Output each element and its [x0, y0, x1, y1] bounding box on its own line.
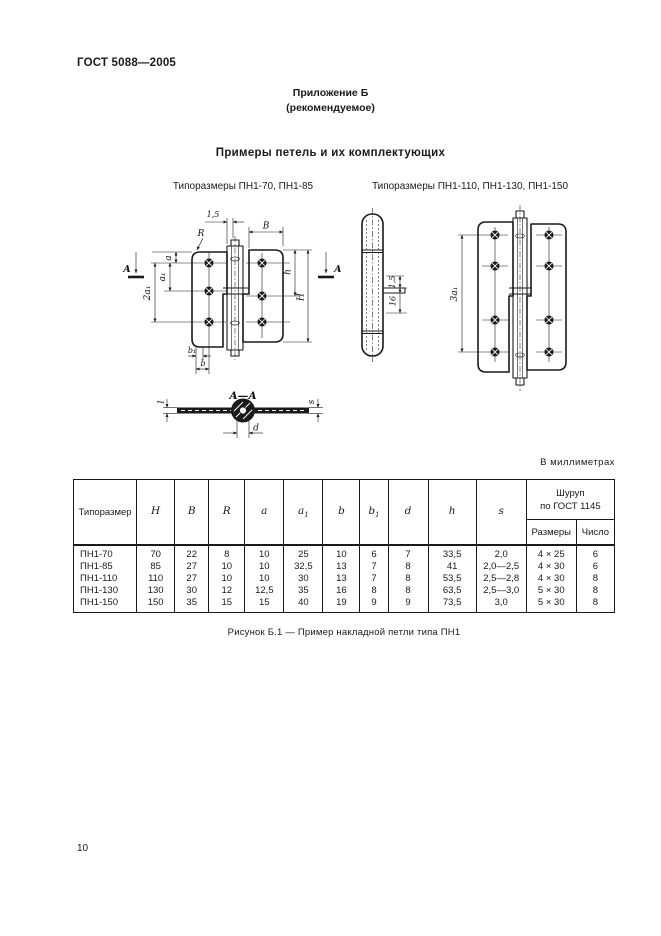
table-subheader-row: Размеры Число [74, 519, 616, 545]
section-a-a-view: А—А d 1 s [157, 390, 323, 438]
section-title: А—А [228, 390, 257, 402]
svg-text:А: А [122, 264, 131, 275]
figure-caption: Рисунок Б.1 — Пример накладной петли тип… [227, 627, 461, 638]
dim-H-label: Н [297, 293, 307, 302]
doc-number: ГОСТ 5088—2005 [77, 57, 177, 69]
page-number: 10 [77, 843, 89, 854]
col-header-b1: b1 [359, 479, 389, 545]
col-header-s: s [475, 479, 527, 545]
dim-d-label: d [253, 424, 259, 434]
dim-side-gap-label: 1,5 [388, 276, 397, 289]
left-leaf-outline-large [477, 221, 514, 373]
appendix-title: Приложение Б [292, 87, 369, 99]
hinge-technical-drawing: 1,5 В R а а₁ 2а₁ h Н [122, 205, 567, 438]
dim-side-16-label: 16 [389, 296, 398, 306]
dim-b-label: b [200, 359, 205, 368]
dim-h-label: h [284, 269, 294, 275]
units-note: В миллиметрах [540, 457, 615, 468]
leaf-edge-view [383, 287, 406, 294]
dim-b1-label: b₁ [188, 346, 196, 355]
left-leaf-outline [191, 251, 228, 348]
screw-holes-front-view [204, 258, 267, 327]
dim-gap-label: 1,5 [207, 210, 220, 219]
dim-R-label: R [197, 229, 205, 239]
dimensions-table: Типоразмер H B R a a1 b b1 d h s Шуруп п… [72, 479, 616, 613]
section-cut-marker-right: А [318, 252, 342, 279]
col-header-screw-group: Шуруп по ГОСТ 1145 [525, 479, 616, 520]
col-header-B: B [174, 479, 210, 545]
col-header-H: H [136, 479, 176, 545]
col-header-b: b [322, 479, 361, 545]
knuckle-strip [226, 245, 244, 351]
dim-3a1-label: 3а₁ [450, 287, 460, 302]
section-heading: Примеры петель и их комплектующих [215, 147, 446, 159]
dim-B-label: В [262, 222, 270, 232]
appendix-subtitle: (рекомендуемое) [286, 102, 375, 114]
table-header-row: Типоразмер H B R a a1 b b1 d h s Шуруп п… [72, 479, 616, 545]
col-header-h: h [427, 479, 477, 545]
col-header-d: d [387, 479, 429, 545]
dim-t-label: 1 [157, 399, 166, 404]
col-header-a1: a1 [283, 479, 324, 545]
front-view-small-hinge: 1,5 В R а а₁ 2а₁ h Н [122, 210, 342, 374]
dim-2a1-label: 2а₁ [143, 286, 153, 302]
dim-a-label: а [164, 255, 174, 260]
dim-s-label: s [307, 399, 317, 404]
col-header-typorazmer: Типоразмер [72, 479, 138, 545]
svg-text:А: А [333, 264, 342, 275]
col-header-screw-size: Размеры [525, 519, 577, 545]
section-cut-marker-left: А [122, 252, 144, 279]
figure-caption-left: Типоразмеры ПН1-70, ПН1-85 [172, 181, 314, 192]
figure-caption-right: Типоразмеры ПН1-110, ПН1-130, ПН1-150 [371, 181, 569, 192]
screw-holes-large-view [490, 230, 554, 357]
right-leaf-outline-large [526, 223, 567, 371]
side-view: 1,5 16 [361, 208, 407, 362]
col-header-screw-count: Число [575, 519, 616, 545]
col-header-R: R [208, 479, 246, 545]
dim-a1-label: а₁ [158, 273, 168, 282]
front-view-large-hinge: 3а₁ [450, 205, 567, 391]
col-header-a: a [244, 479, 285, 545]
right-leaf-outline [242, 249, 284, 343]
